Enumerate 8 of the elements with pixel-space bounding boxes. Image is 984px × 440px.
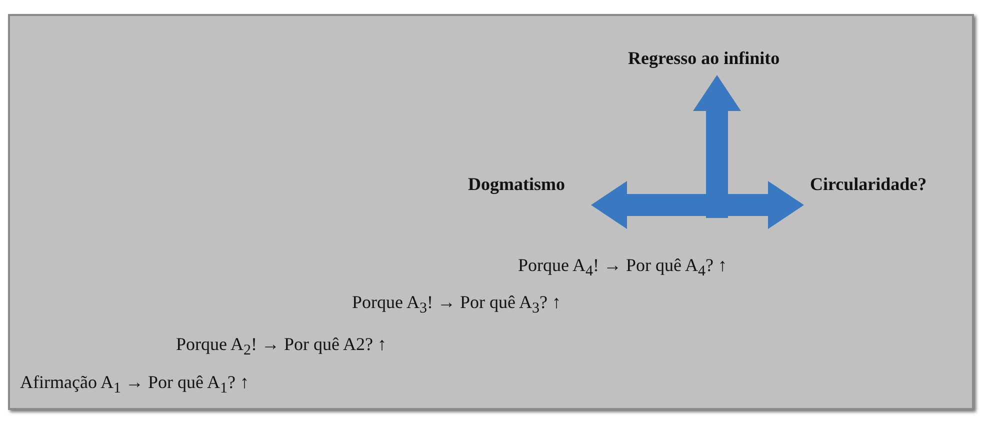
heading-text: Regresso ao infinito [628,48,780,69]
reasoning-step-text: Afirmação A$_{1}$ → Por quê A$_{1}$? ↑ [20,372,249,398]
heading-text: Circularidade? [810,174,927,195]
reasoning-step-text: Porque A$_{2}$! → Por quê A2? ↑ [176,334,386,360]
block-arrow [693,75,741,218]
reasoning-step-text: Porque A$_{4}$! → Por quê A$_{4}$? ↑ [518,255,727,281]
reasoning-step-text: Porque A$_{3}$! → Por quê A$_{3}$? ↑ [352,292,561,318]
heading-text: Dogmatismo [468,174,565,195]
